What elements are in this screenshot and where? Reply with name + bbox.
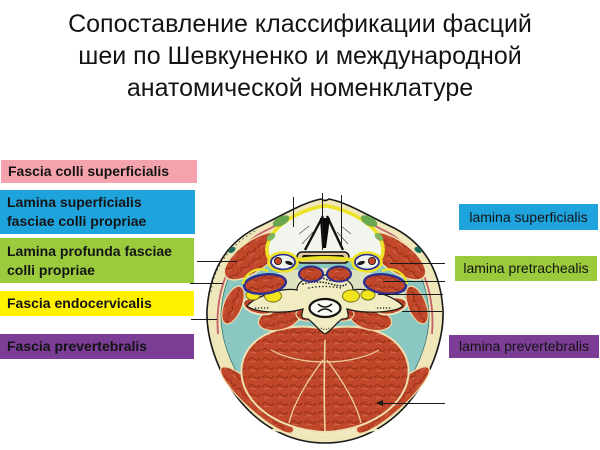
label-text: Lamina profunda fasciae: [7, 242, 172, 259]
leader-line: [293, 197, 294, 227]
label-text: lamina superficialis: [469, 208, 588, 225]
label-lamina-prevertebralis: lamina prevertebralis: [449, 335, 599, 358]
label-lamina-superficialis: lamina superficialis: [459, 204, 598, 230]
label-fascia-endocervicalis: Fascia endocervicalis: [0, 291, 194, 316]
leader-line: [378, 294, 443, 295]
label-lamina-profunda-fasciae-colli-propriae: Lamina profunda fasciae colli propriae: [0, 238, 194, 283]
slide-title-line: Сопоставление классификации фасций: [68, 10, 532, 38]
leader-line: [197, 261, 237, 262]
label-text: Fascia prevertebralis: [7, 338, 148, 354]
leader-line: [383, 281, 445, 282]
leader-line: [190, 283, 223, 284]
label-text: Fascia endocervicalis: [7, 295, 152, 311]
leader-line: [322, 193, 323, 250]
arrowhead-icon: [376, 400, 383, 406]
label-fascia-colli-superficialis: Fascia colli superficialis: [1, 160, 197, 183]
label-text: Lamina superficialis: [7, 194, 142, 210]
leader-line: [191, 319, 217, 320]
label-text: fasciae colli propriae: [7, 213, 147, 229]
label-text: lamina prevertebralis: [459, 338, 589, 354]
label-fascia-prevertebralis: Fascia prevertebralis: [0, 334, 194, 359]
thyroid-gland: [241, 265, 409, 295]
leader-line: [341, 195, 342, 248]
leader-line: [390, 263, 445, 264]
neck-cross-section-illustration: [206, 198, 444, 444]
carotid-sheaths: [267, 251, 383, 273]
label-lamina-superficialis-fasciae-colli-propriae: Lamina superficialis fasciae colli propr…: [0, 190, 195, 234]
spinal-cord: [317, 303, 333, 313]
spinal-canal: [308, 297, 342, 319]
thyroid-cartilage: [303, 215, 345, 251]
label-text: Fascia colli superficialis: [8, 163, 170, 179]
slide-title-line: анатомической номенклатуре: [126, 74, 474, 102]
label-lamina-pretrachealis: lamina pretrachealis: [455, 256, 597, 281]
leader-line-arrow: [381, 403, 445, 404]
leader-line: [402, 311, 442, 312]
label-text: lamina pretrachealis: [463, 260, 589, 276]
larynx: [265, 204, 385, 267]
slide-title-line: шеи по Шевкуненко и международной: [78, 42, 522, 70]
label-text: colli propriae: [7, 261, 95, 278]
slide-title: Сопоставление классификации фасций шеи п…: [0, 8, 600, 104]
posterior-muscles: [219, 306, 431, 434]
